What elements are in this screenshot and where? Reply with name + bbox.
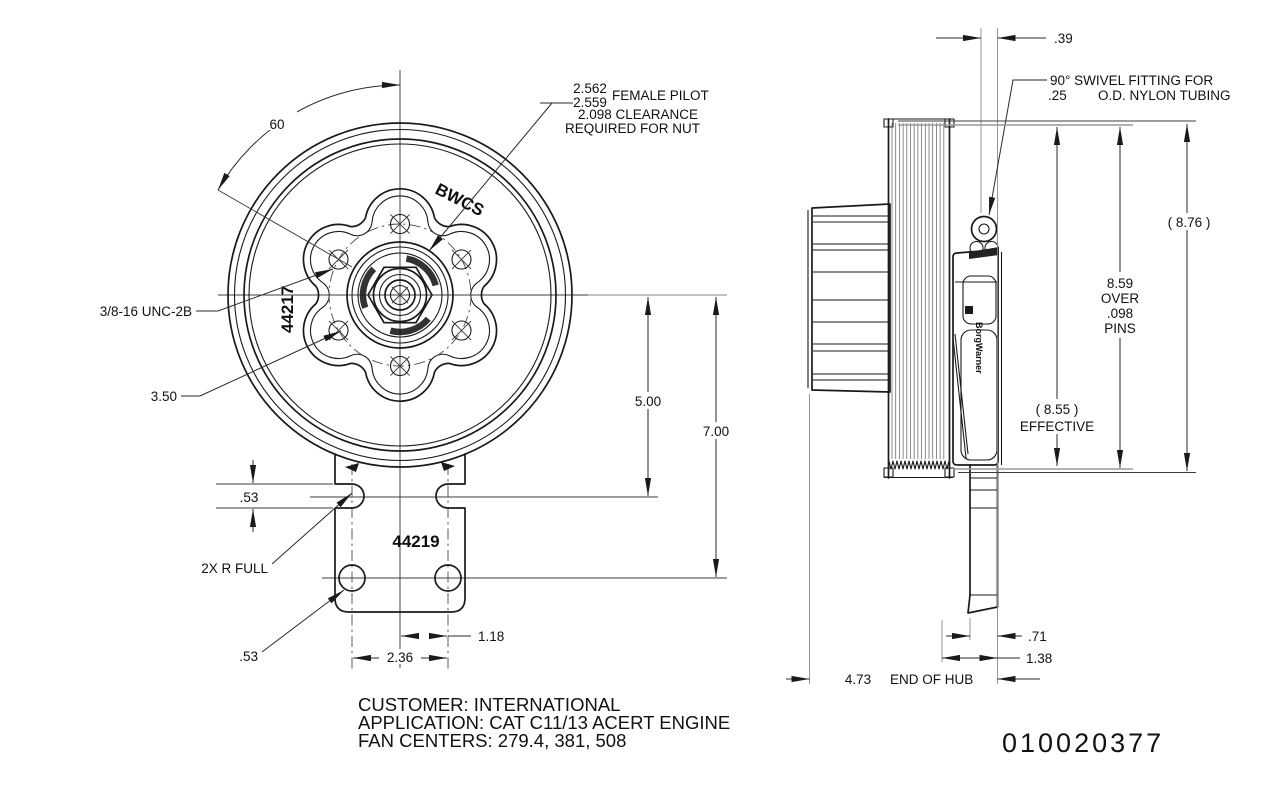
dim-39: .39 <box>936 28 1073 684</box>
dim-855-effective: EFFECTIVE <box>1020 419 1094 434</box>
callout-thread: 3/8-16 UNC-2B <box>100 268 334 319</box>
dim-slot-53: .53 <box>216 460 333 532</box>
clearance-line1: 2.098 CLEARANCE <box>578 107 698 122</box>
stepped-hub <box>807 203 891 684</box>
drawing-number: 010020377 <box>1002 728 1164 758</box>
front-view: BWCS 44217 44219 60 3/8-16 UNC-2B 3.50 <box>100 70 737 670</box>
pilot-dim-lower: 2.559 <box>573 95 607 110</box>
dim-118: 1.18 <box>401 629 504 644</box>
title-notes: CUSTOMER: INTERNATIONAL APPLICATION: CAT… <box>358 694 1164 758</box>
callout-pilot: 2.562 2.559 FEMALE PILOT 2.098 CLEARANCE… <box>428 81 709 252</box>
clearance-line2: REQUIRED FOR NUT <box>565 121 700 136</box>
borgwarner-logo-text: BorgWarner <box>974 322 984 374</box>
dim-diameters: ( 8.76 ) 8.59 OVER .098 PINS ( 8.55 ) EF… <box>898 120 1218 473</box>
dim-859-l2: OVER <box>1101 291 1140 306</box>
pulley-band <box>883 118 955 479</box>
fitting-tube-dim: .25 <box>1048 88 1067 103</box>
dim-60deg: 60 <box>217 81 401 268</box>
dim-473-label: 4.73 <box>845 672 871 687</box>
dim-hole-53-label: .53 <box>239 649 258 664</box>
dim-236-label: 2.36 <box>387 650 413 665</box>
dim-39-label: .39 <box>1054 31 1073 46</box>
arc-tick-left <box>345 463 359 472</box>
bracket-hole-right <box>434 564 462 592</box>
note-application: APPLICATION: CAT C11/13 ACERT ENGINE <box>358 712 730 733</box>
fitting-note-line1: 90° SWIVEL FITTING FOR <box>1050 73 1213 88</box>
shaft <box>967 464 999 614</box>
dim-700: 7.00 <box>695 297 737 577</box>
fitting-seal <box>969 247 999 259</box>
dim-500-label: 5.00 <box>635 394 661 409</box>
dim-138-label: 1.38 <box>1026 651 1052 666</box>
dim-71-label: .71 <box>1028 629 1047 644</box>
dim-859-l3: .098 <box>1107 306 1133 321</box>
dim-236: 2.36 <box>353 649 447 665</box>
clutch-body: BorgWarner <box>952 249 1003 466</box>
face-arc-slots <box>359 255 439 336</box>
hub-spline-lines <box>813 215 889 381</box>
bolt-holes <box>328 213 472 377</box>
logo-mark <box>965 306 973 314</box>
pilot-label: FEMALE PILOT <box>612 88 709 103</box>
end-of-hub-label: END OF HUB <box>890 672 973 687</box>
arc-tick-right <box>441 462 455 471</box>
dim-876-label: ( 8.76 ) <box>1168 215 1211 230</box>
dim-700-label: 7.00 <box>703 424 729 439</box>
pulley-groove-zigzag <box>888 460 950 470</box>
dim-859-l4: PINS <box>1104 321 1136 336</box>
dim-slot-53-label: .53 <box>240 490 259 505</box>
side-view: BorgWarner .39 <box>786 28 1231 687</box>
callout-swivel: 90° SWIVEL FITTING FOR .25 O.D. NYLON TU… <box>988 73 1231 216</box>
dim-859-label: 8.59 <box>1107 276 1133 291</box>
callout-2xr: 2X R FULL <box>201 492 353 576</box>
swivel-fitting <box>969 215 999 259</box>
fitting-note-line2: O.D. NYLON TUBING <box>1098 88 1231 103</box>
hex-nut <box>367 266 433 324</box>
pilot-dim-upper: 2.562 <box>573 81 607 96</box>
stamp-44219: 44219 <box>392 532 439 551</box>
dim-855-label: ( 8.55 ) <box>1036 402 1079 417</box>
dim-500: 5.00 <box>627 297 669 496</box>
mounting-bracket: 44219 <box>334 453 466 613</box>
pulley-face-rings <box>227 122 573 468</box>
callout-350: 3.50 <box>151 330 342 404</box>
bracket-hole-left <box>338 564 366 592</box>
dim-118-label: 1.18 <box>478 629 504 644</box>
dim-60-label: 60 <box>269 117 284 132</box>
thread-label: 3/8-16 UNC-2B <box>100 304 192 319</box>
dim-350-label: 3.50 <box>151 389 177 404</box>
note-2xr-label: 2X R FULL <box>201 561 268 576</box>
dim-bottom: .71 1.38 4.73 END OF HUB <box>786 618 1052 687</box>
note-customer: CUSTOMER: INTERNATIONAL <box>358 694 620 715</box>
front-centerlines <box>218 70 727 670</box>
callout-hole-53: .53 <box>239 589 345 664</box>
pulley-ribs <box>891 123 945 459</box>
note-fan-centers: FAN CENTERS: 279.4, 381, 508 <box>358 730 626 751</box>
stamp-44217: 44217 <box>278 286 297 333</box>
center-hub <box>346 241 454 349</box>
